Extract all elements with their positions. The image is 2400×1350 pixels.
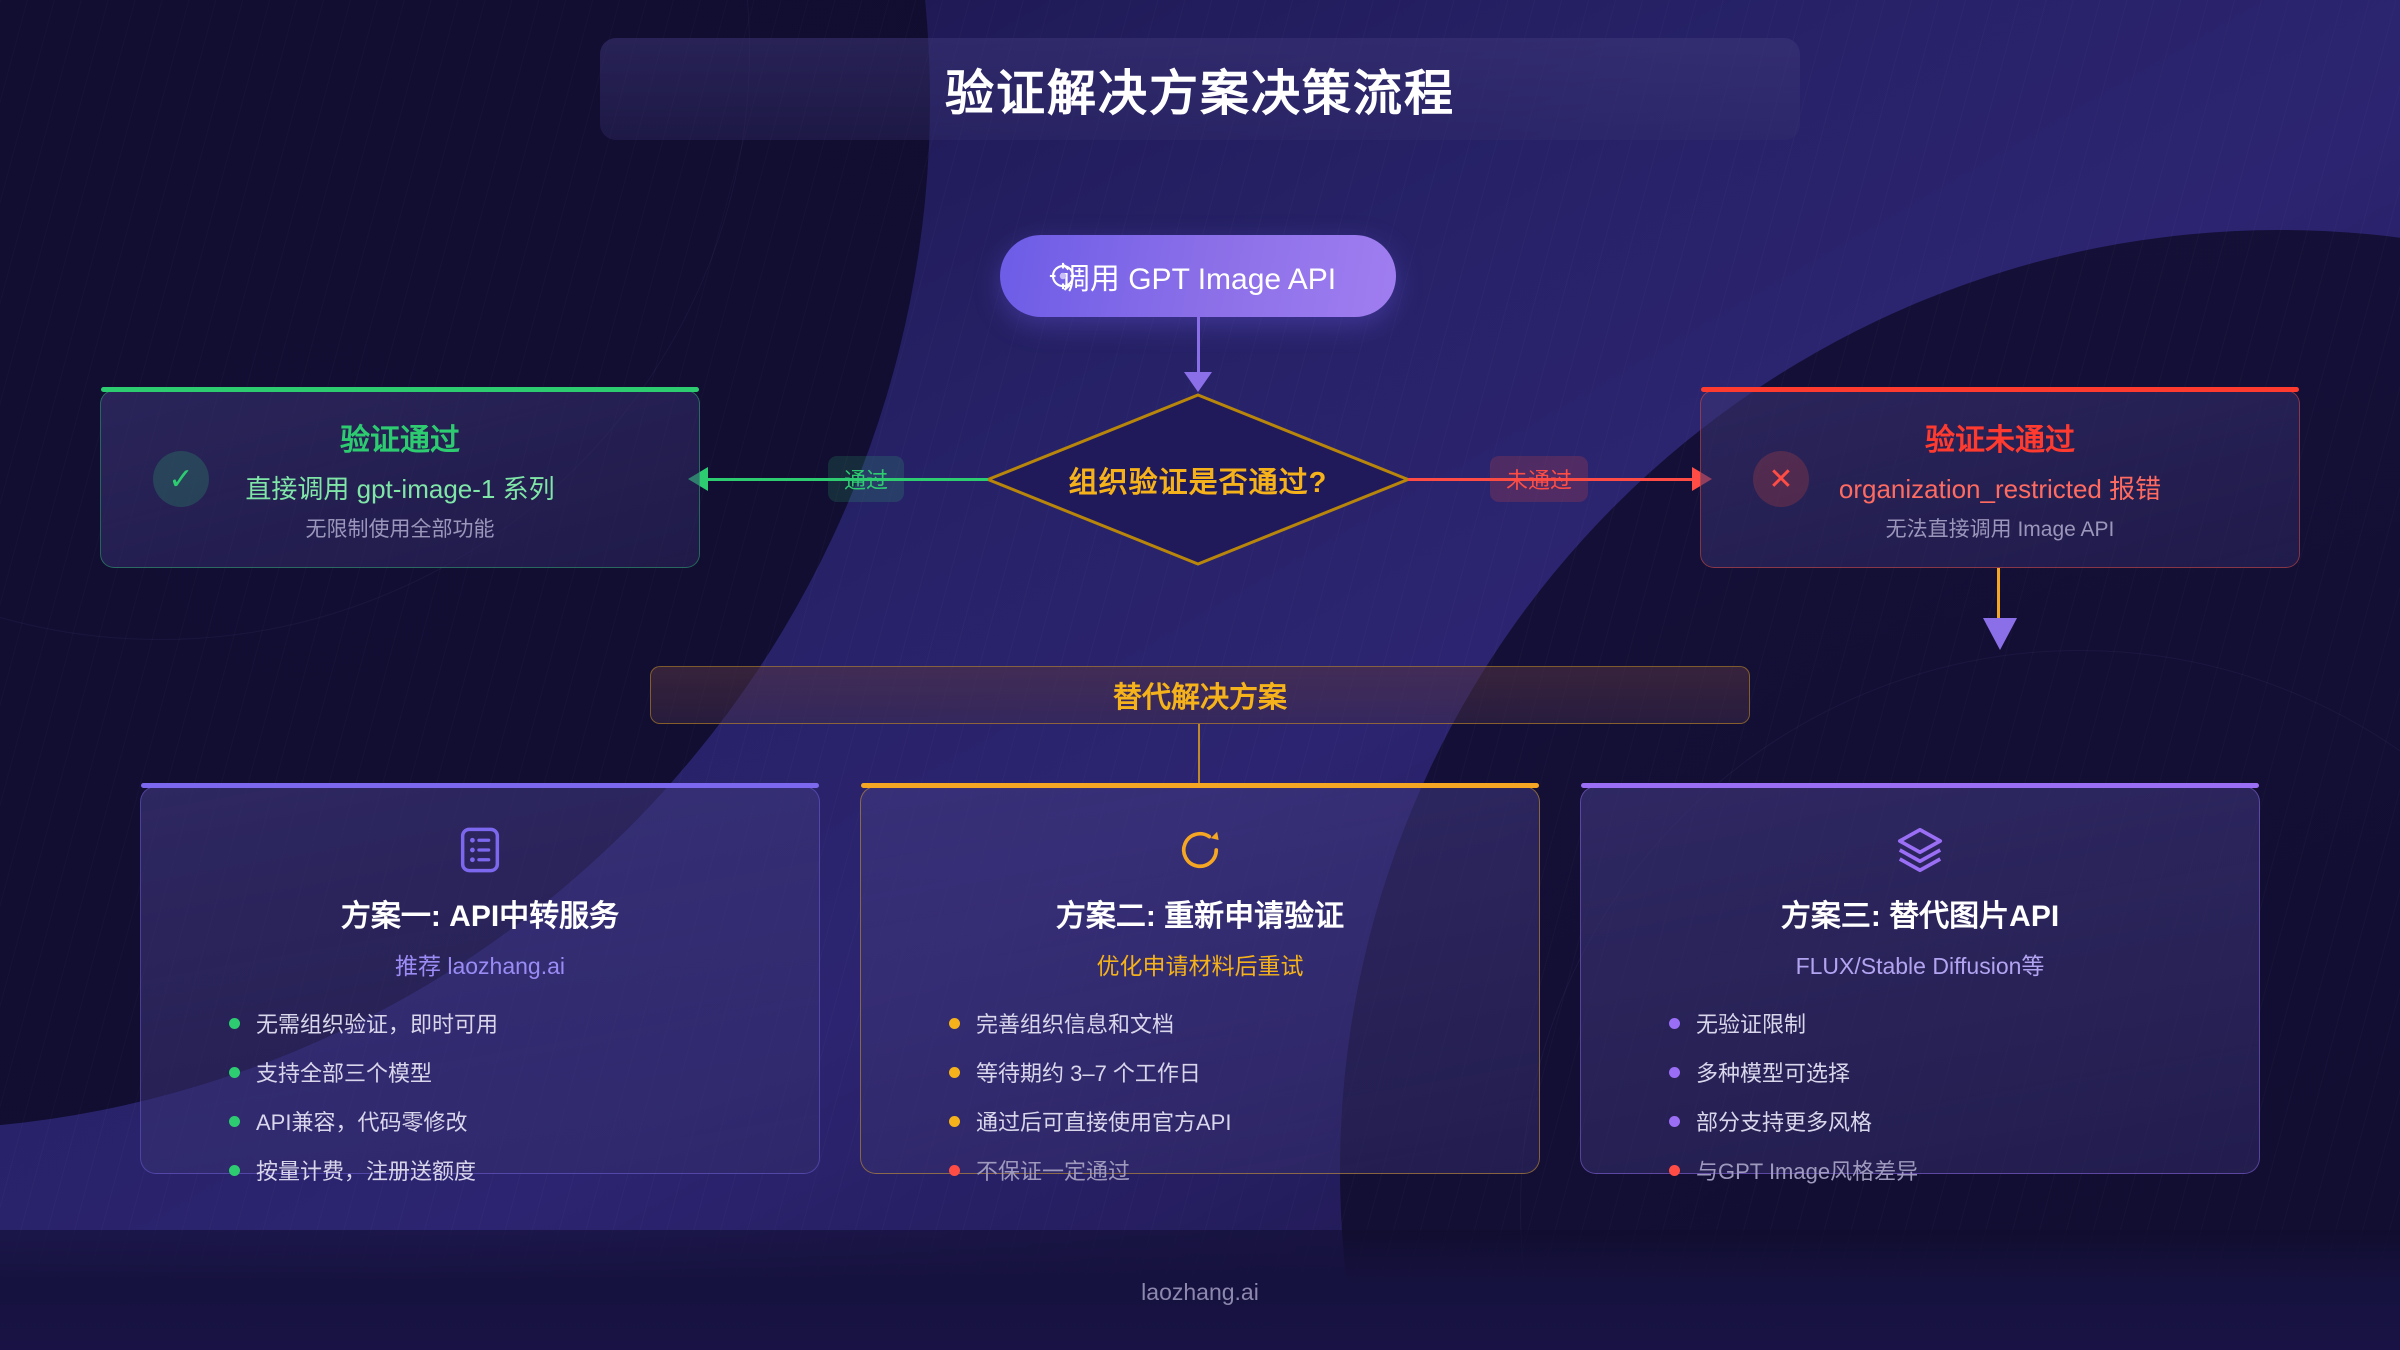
bullet-text: 支持全部三个模型 <box>256 1061 433 1086</box>
list-item: 按量计费，注册送额度 <box>229 1154 781 1186</box>
solution-1-subtitle: 推荐 laozhang.ai <box>394 953 566 979</box>
outcome-card-fail[interactable]: ✕ 验证未通过 organization_restricted 报错 无法直接调… <box>1700 387 2300 568</box>
check-icon: ✓ <box>153 451 209 507</box>
bullet-text: 无验证限制 <box>1696 1012 1807 1037</box>
solution-1-bullet-list: 无需组织验证，即时可用 支持全部三个模型 API兼容，代码零修改 按量计费，注册… <box>179 1007 781 1186</box>
decision-diamond-shape <box>985 393 1411 566</box>
alternatives-bar-label: 替代解决方案 <box>1112 682 1287 714</box>
outcome-fail-title: 验证未通过 <box>1925 424 2075 457</box>
bullet-dot <box>229 1066 240 1078</box>
title-plate: 验证解决方案决策流程 <box>600 38 1800 140</box>
list-item: API兼容，代码零修改 <box>229 1105 781 1137</box>
solution-2-title: 方案二: 重新申请验证 <box>1055 900 1345 933</box>
bullet-text: 完善组织信息和文档 <box>976 1012 1175 1037</box>
outcome-fail-subtitle: organization_restricted 报错 <box>1838 474 2162 504</box>
card-accent-bar <box>1701 387 2299 392</box>
connector-decision-to-pass <box>703 478 988 481</box>
bullet-text: 按量计费，注册送额度 <box>256 1159 477 1184</box>
bullet-dot <box>1669 1164 1680 1176</box>
edge-label-fail: 未通过 <box>1490 456 1589 502</box>
bullet-dot <box>229 1164 240 1176</box>
list-item: 不保证一定通过 <box>949 1154 1501 1186</box>
start-node[interactable]: 调用 GPT Image API <box>1000 235 1396 317</box>
list-panel-icon <box>460 827 500 873</box>
card-accent-bar <box>1581 783 2259 788</box>
solution-2-subtitle: 优化申请材料后重试 <box>1096 953 1304 979</box>
layers-icon <box>1897 827 1943 873</box>
solution-1-icon-box <box>179 821 781 879</box>
footer-brand: laozhang.ai <box>1141 1279 1259 1305</box>
list-item: 部分支持更多风格 <box>1669 1105 2221 1137</box>
footer-band <box>0 1230 2400 1350</box>
list-item: 与GPT Image风格差异 <box>1669 1154 2221 1186</box>
outcome-pass-subtitle: 直接调用 gpt-image-1 系列 <box>245 474 555 504</box>
list-item: 支持全部三个模型 <box>229 1056 781 1088</box>
bullet-dot <box>1669 1066 1680 1078</box>
bullet-dot <box>229 1017 240 1029</box>
connector-fail-to-alternatives <box>1997 568 2000 620</box>
bullet-dot <box>949 1115 960 1127</box>
solution-2-bullet-list: 完善组织信息和文档 等待期约 3–7 个工作日 通过后可直接使用官方API 不保… <box>899 1007 1501 1186</box>
solution-3-title: 方案三: 替代图片API <box>1780 900 2060 933</box>
bullet-text: 无需组织验证，即时可用 <box>256 1012 499 1037</box>
list-item: 多种模型可选择 <box>1669 1056 2221 1088</box>
decision-label: 组织验证是否通过? <box>1068 466 1328 499</box>
bullet-dot <box>1669 1115 1680 1127</box>
bullet-text: 不保证一定通过 <box>976 1159 1131 1184</box>
list-item: 无需组织验证，即时可用 <box>229 1007 781 1039</box>
outcome-pass-note: 无限制使用全部功能 <box>305 518 495 541</box>
list-item: 等待期约 3–7 个工作日 <box>949 1056 1501 1088</box>
bullet-text: API兼容，代码零修改 <box>256 1110 468 1135</box>
alternatives-bar[interactable]: 替代解决方案 <box>650 666 1750 724</box>
card-accent-bar <box>141 783 819 788</box>
start-node-label: 调用 GPT Image API <box>1059 263 1337 296</box>
bullet-text: 等待期约 3–7 个工作日 <box>976 1061 1201 1086</box>
card-accent-bar <box>861 783 1539 788</box>
list-item: 通过后可直接使用官方API <box>949 1105 1501 1137</box>
solution-1-title: 方案一: API中转服务 <box>340 900 620 933</box>
connector-start-to-decision <box>1197 317 1200 375</box>
decision-diamond[interactable]: 组织验证是否通过? <box>985 392 1411 567</box>
solution-card-2[interactable]: 方案二: 重新申请验证 优化申请材料后重试 完善组织信息和文档 等待期约 3–7… <box>860 783 1540 1184</box>
bullet-text: 多种模型可选择 <box>1696 1061 1851 1086</box>
bullet-text: 通过后可直接使用官方API <box>976 1110 1232 1135</box>
x-icon: ✕ <box>1753 451 1809 507</box>
bullet-dot <box>949 1164 960 1176</box>
solution-3-subtitle: FLUX/Stable Diffusion等 <box>1795 953 2045 979</box>
bullet-text: 部分支持更多风格 <box>1696 1110 1873 1135</box>
list-item: 完善组织信息和文档 <box>949 1007 1501 1039</box>
bullet-dot <box>949 1017 960 1029</box>
solution-2-icon-box <box>899 821 1501 879</box>
arrowhead-fail-to-alternatives <box>1983 618 2017 650</box>
solution-3-bullet-list: 无验证限制 多种模型可选择 部分支持更多风格 与GPT Image风格差异 <box>1619 1007 2221 1186</box>
solution-card-1[interactable]: 方案一: API中转服务 推荐 laozhang.ai 无需组织验证，即时可用 … <box>140 783 820 1184</box>
bullet-dot <box>949 1066 960 1078</box>
connector-alternatives-to-solutions <box>1198 724 1200 786</box>
bullet-dot <box>229 1115 240 1127</box>
outcome-card-pass[interactable]: ✓ 验证通过 直接调用 gpt-image-1 系列 无限制使用全部功能 <box>100 387 700 568</box>
list-item: 无验证限制 <box>1669 1007 2221 1039</box>
connector-decision-to-fail <box>1408 478 1693 481</box>
solution-3-icon-box <box>1619 821 2221 879</box>
bullet-dot <box>1669 1017 1680 1029</box>
outcome-pass-title: 验证通过 <box>340 424 460 457</box>
arrowhead-start-to-decision <box>1184 372 1212 392</box>
bullet-text: 与GPT Image风格差异 <box>1696 1159 1919 1184</box>
card-accent-bar <box>101 387 699 392</box>
edge-label-pass: 通过 <box>828 456 905 502</box>
outcome-fail-note: 无法直接调用 Image API <box>1885 518 2115 541</box>
solution-card-3[interactable]: 方案三: 替代图片API FLUX/Stable Diffusion等 无验证限… <box>1580 783 2260 1184</box>
page-title: 验证解决方案决策流程 <box>944 66 1455 121</box>
target-icon <box>1049 262 1077 290</box>
refresh-icon <box>1181 831 1219 869</box>
